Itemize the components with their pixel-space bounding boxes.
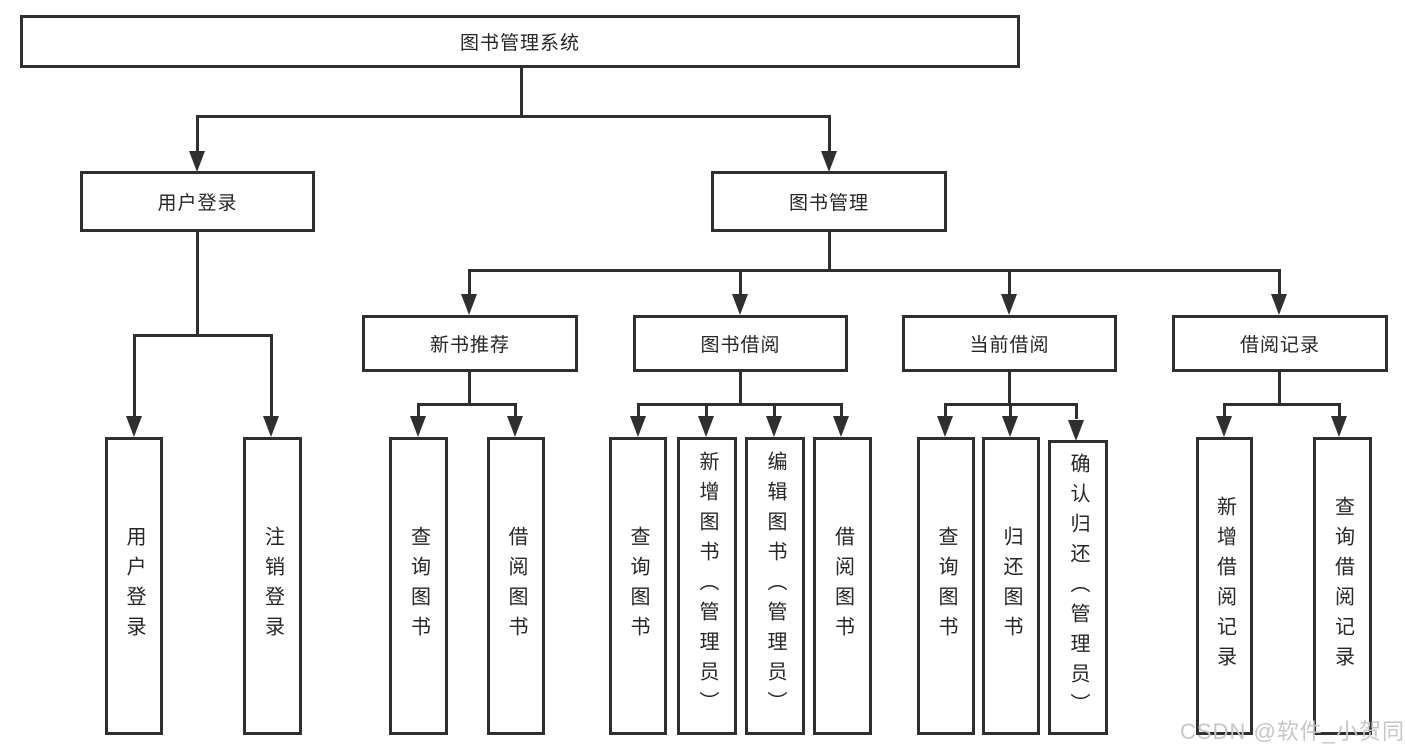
arrow-down-icon (1271, 294, 1287, 315)
arrow-down-icon (1002, 416, 1018, 437)
connector-drop (1223, 403, 1226, 419)
connector-user-login-rail (133, 334, 273, 337)
arrow-down-icon (937, 416, 953, 437)
csdn-watermark: CSDN @软件_小贺同学 (1180, 719, 1405, 744)
node-user-login: 用户登录 (80, 171, 315, 232)
connector-drop (468, 269, 471, 297)
leaf-label: 归还图书 (1000, 526, 1022, 646)
connector-drop (1278, 269, 1281, 297)
connector-drop (417, 403, 420, 419)
node-new-book-recommend: 新书推荐 (362, 315, 578, 372)
leaf-label: 用户登录 (123, 526, 145, 646)
node-label: 借阅记录 (1239, 335, 1320, 356)
leaf-label: 编辑图书（管理员） (764, 451, 786, 721)
arrow-down-icon (410, 416, 426, 437)
connector-drop (840, 403, 843, 419)
arrow-down-icon (126, 416, 142, 437)
leaf-add-books-admin: 新增图书（管理员） (677, 437, 737, 735)
node-label: 图书借阅 (700, 335, 781, 356)
arrow-down-icon (461, 294, 477, 315)
node-label: 图书管理系统 (459, 33, 580, 54)
leaf-label: 借阅图书 (831, 526, 854, 646)
arrow-down-icon (1001, 294, 1017, 315)
connector-drop (739, 269, 742, 297)
connector-drop (1009, 403, 1012, 419)
connector-stem (1278, 372, 1281, 406)
node-label: 新书推荐 (429, 335, 510, 356)
connector-user-login-stem (196, 232, 199, 337)
arrow-down-icon (1331, 416, 1347, 437)
leaf-borrow-books-recommend: 借阅图书 (487, 437, 545, 735)
node-label: 当前借阅 (969, 335, 1050, 356)
leaf-query-books-borrow: 查询图书 (609, 437, 667, 735)
connector-drop (828, 115, 831, 153)
leaf-logout: 注销登录 (243, 437, 302, 735)
node-library-management-system: 图书管理系统 (20, 15, 1020, 68)
arrow-down-icon (507, 416, 523, 437)
leaf-label: 借阅图书 (505, 526, 527, 646)
connector-drop (637, 403, 640, 419)
connector-book-mgmt-stem (828, 232, 831, 272)
node-book-borrow: 图书借阅 (633, 315, 848, 372)
connector-level3-rail (468, 269, 1281, 272)
leaf-label: 查询图书 (627, 526, 649, 646)
connector-stem (1008, 372, 1011, 406)
connector-drop (196, 115, 199, 153)
connector-level2-rail (196, 115, 830, 118)
connector-drop (944, 403, 947, 419)
connector-rail (1223, 403, 1341, 406)
connector-drop (705, 403, 708, 419)
leaf-borrow-books: 借阅图书 (813, 437, 872, 735)
leaf-query-books-recommend: 查询图书 (389, 437, 448, 735)
leaf-return-books: 归还图书 (982, 437, 1040, 735)
leaf-query-books-current: 查询图书 (917, 437, 975, 735)
leaf-add-borrow-record: 新增借阅记录 (1196, 437, 1253, 735)
arrow-down-icon (1068, 420, 1084, 441)
node-label: 用户登录 (157, 193, 238, 214)
connector-drop (133, 334, 136, 419)
arrow-down-icon (263, 416, 279, 437)
connector-drop (1008, 269, 1011, 297)
leaf-user-login: 用户登录 (105, 437, 163, 735)
arrow-down-icon (630, 416, 646, 437)
leaf-label: 新增借阅记录 (1213, 496, 1236, 676)
leaf-confirm-return-admin: 确认归还（管理员） (1048, 440, 1108, 735)
leaf-label: 查询图书 (935, 526, 957, 646)
connector-root-stem (520, 68, 523, 118)
arrow-down-icon (766, 416, 782, 437)
connector-drop (514, 403, 517, 419)
connector-drop (1338, 403, 1341, 419)
connector-drop (773, 403, 776, 419)
connector-stem (468, 372, 471, 406)
arrow-down-icon (821, 151, 837, 172)
arrow-down-icon (189, 151, 205, 172)
leaf-label: 确认归还（管理员） (1067, 452, 1089, 723)
arrow-down-icon (833, 416, 849, 437)
arrow-down-icon (698, 416, 714, 437)
connector-drop (270, 334, 273, 419)
leaf-edit-books-admin: 编辑图书（管理员） (745, 437, 805, 735)
leaf-label: 新增图书（管理员） (696, 451, 718, 721)
arrow-down-icon (1216, 416, 1232, 437)
node-borrow-records: 借阅记录 (1172, 315, 1388, 372)
connector-rail (417, 403, 517, 406)
leaf-query-borrow-record: 查询借阅记录 (1313, 437, 1372, 735)
leaf-label: 注销登录 (261, 526, 284, 646)
connector-stem (739, 372, 742, 406)
node-book-management: 图书管理 (711, 171, 947, 232)
arrow-down-icon (732, 294, 748, 315)
leaf-label: 查询图书 (407, 526, 430, 646)
connector-rail (637, 403, 843, 406)
node-current-borrow: 当前借阅 (902, 315, 1117, 372)
connector-drop (1075, 403, 1078, 419)
leaf-label: 查询借阅记录 (1331, 496, 1354, 676)
node-label: 图书管理 (788, 193, 869, 214)
